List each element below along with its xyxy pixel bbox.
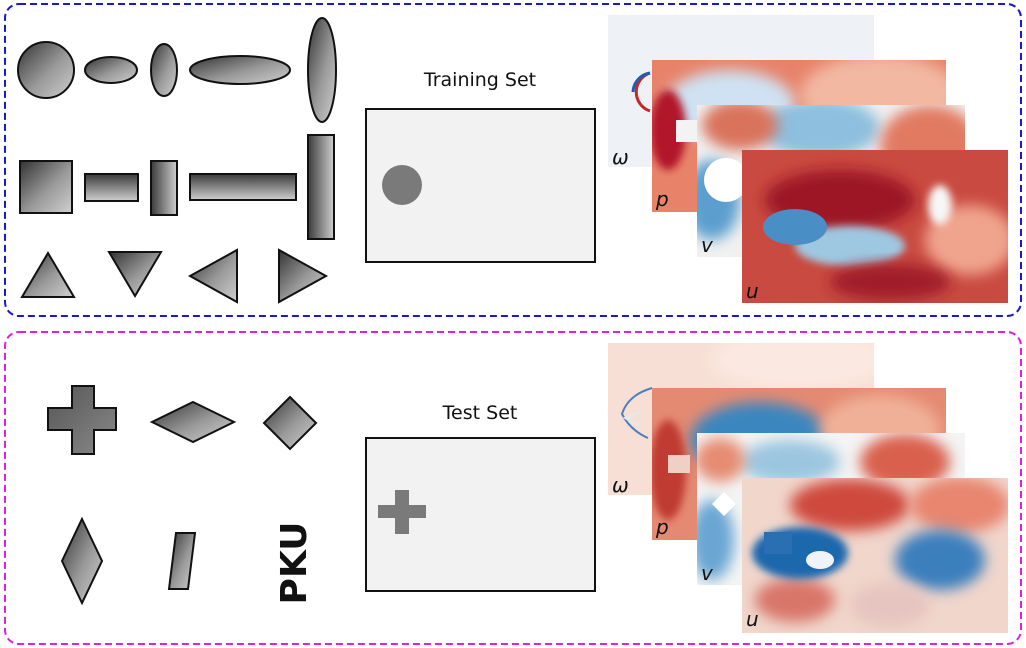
shape-triangle-down <box>107 251 163 298</box>
shape-pku-text: PKU <box>274 522 315 605</box>
training-label-omega: ω <box>612 145 629 169</box>
training-label-v: v <box>701 233 714 257</box>
training-field-u <box>742 150 1008 303</box>
shape-square <box>19 160 73 214</box>
test-obstacle-cross <box>378 490 426 534</box>
training-obstacle-circle <box>382 165 422 205</box>
test-panel-border <box>4 331 1022 645</box>
training-panel-border <box>4 3 1022 317</box>
shape-rectangle-vertical-small <box>150 160 178 216</box>
shape-circle <box>17 41 75 99</box>
shape-triangle-left <box>187 248 238 304</box>
shape-ellipse-small <box>84 56 138 84</box>
shape-triangle-up <box>20 251 76 298</box>
shape-cross <box>47 385 117 455</box>
shape-triangle-right <box>278 248 329 304</box>
test-set-title: Test Set <box>442 402 518 424</box>
shape-rectangle-small <box>84 173 139 202</box>
test-label-omega: ω <box>612 473 629 497</box>
shape-ellipse-tall <box>307 17 337 123</box>
training-label-p: p <box>655 187 669 211</box>
shape-diamond <box>262 395 318 451</box>
test-shape-library <box>47 385 318 606</box>
shape-ellipse-vertical-small <box>150 43 178 97</box>
training-shape-library <box>17 17 337 304</box>
shape-ellipse-wide <box>189 55 291 85</box>
shape-rhombus-vertical <box>60 516 104 606</box>
test-field-stack: ω p v u <box>608 343 1008 633</box>
test-field-u <box>742 478 1008 633</box>
training-set-title: Training Set <box>423 69 536 91</box>
shape-parallelogram <box>167 532 197 590</box>
shape-rectangle-wide <box>189 173 297 201</box>
test-label-v: v <box>701 561 714 585</box>
test-label-u: u <box>746 607 759 631</box>
shape-rhombus <box>149 400 237 444</box>
training-field-stack: ω p v u <box>608 15 1008 303</box>
test-label-p: p <box>655 515 669 539</box>
training-label-u: u <box>746 279 759 303</box>
shape-rectangle-tall <box>307 134 335 240</box>
